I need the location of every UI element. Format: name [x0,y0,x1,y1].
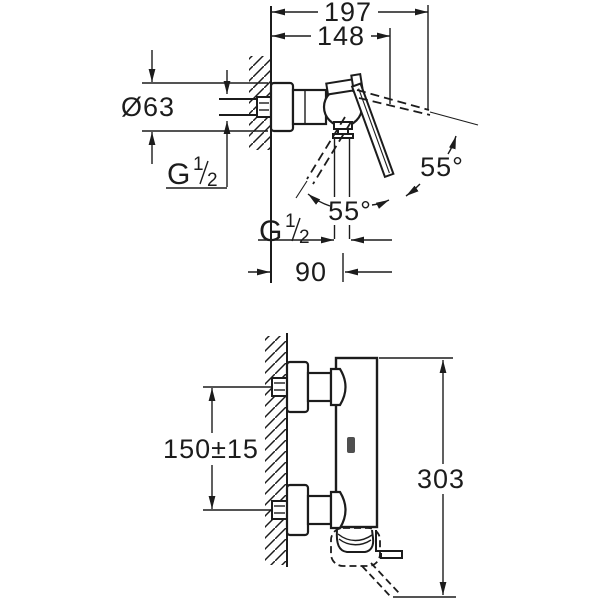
lever-dashed-outline [330,527,381,567]
thread-label-base: G [167,158,190,191]
lever-dashed-up-position [356,89,479,126]
dim-label-197: 197 [324,0,372,27]
outlet-extension-lines [333,139,351,239]
fraction-slash [291,217,301,242]
escutcheon [285,360,310,414]
dim-label-55-upper: 55° [420,152,464,182]
thread-label-numerator: 1 [193,154,204,175]
dim-overall-height: 303 [379,357,465,598]
lever-dashed-shaft [361,565,392,598]
dim-label-303: 303 [417,464,465,494]
dim-label-55-lower: 55° [328,196,372,226]
union-cylinder [306,494,333,526]
thread-label-numerator: 1 [285,211,296,232]
label-inlet-thread: G 1 2 [166,70,231,191]
front-view: 150±15 303 [163,333,465,598]
union-cylinder [306,371,333,403]
top-view: 197 148 Ø63 G 1 2 [121,0,479,287]
dim-handle-depth: 148 [272,21,391,104]
fraction-slash [199,160,209,185]
lever-handle [350,82,395,179]
dim-handle-angle-upper: 55° [405,135,464,197]
label-outlet-thread: G 1 2 [258,211,392,248]
s-union-bottom [271,483,347,537]
dim-handle-angle-lower: 55° [307,193,390,226]
wall-thread-tail [271,500,288,520]
outlet-and-lever-front [330,527,403,598]
valve-body [291,88,328,126]
lever-dashed-shaft [370,562,400,594]
dim-total-depth: 197 [272,0,429,110]
lever-dashed-down-position [295,116,352,199]
hose-outlet [375,530,403,559]
wall-hatching [265,336,287,565]
lever-knob-front [335,529,375,553]
dim-escutcheon-diameter: Ø63 [121,50,268,164]
dim-label-90: 90 [295,257,327,287]
supply-pipe [219,96,272,118]
escutcheon [285,483,310,537]
thread-label-denominator: 2 [299,227,310,248]
union-nut [329,367,347,407]
thread-label-base: G [259,215,282,248]
escutcheon [269,81,295,133]
dim-label-150: 150±15 [163,434,259,464]
dim-label-diameter: Ø63 [121,92,175,122]
union-nut [329,490,347,530]
thread-label-denominator: 2 [207,170,218,191]
wall-thread-tail [271,377,288,397]
dim-outlet-depth: 90 [248,253,392,287]
brand-logo [347,437,355,453]
inlet-thread-tail [256,96,272,118]
dim-connection-spacing: 150±15 [163,386,272,511]
dim-label-148: 148 [317,21,365,51]
